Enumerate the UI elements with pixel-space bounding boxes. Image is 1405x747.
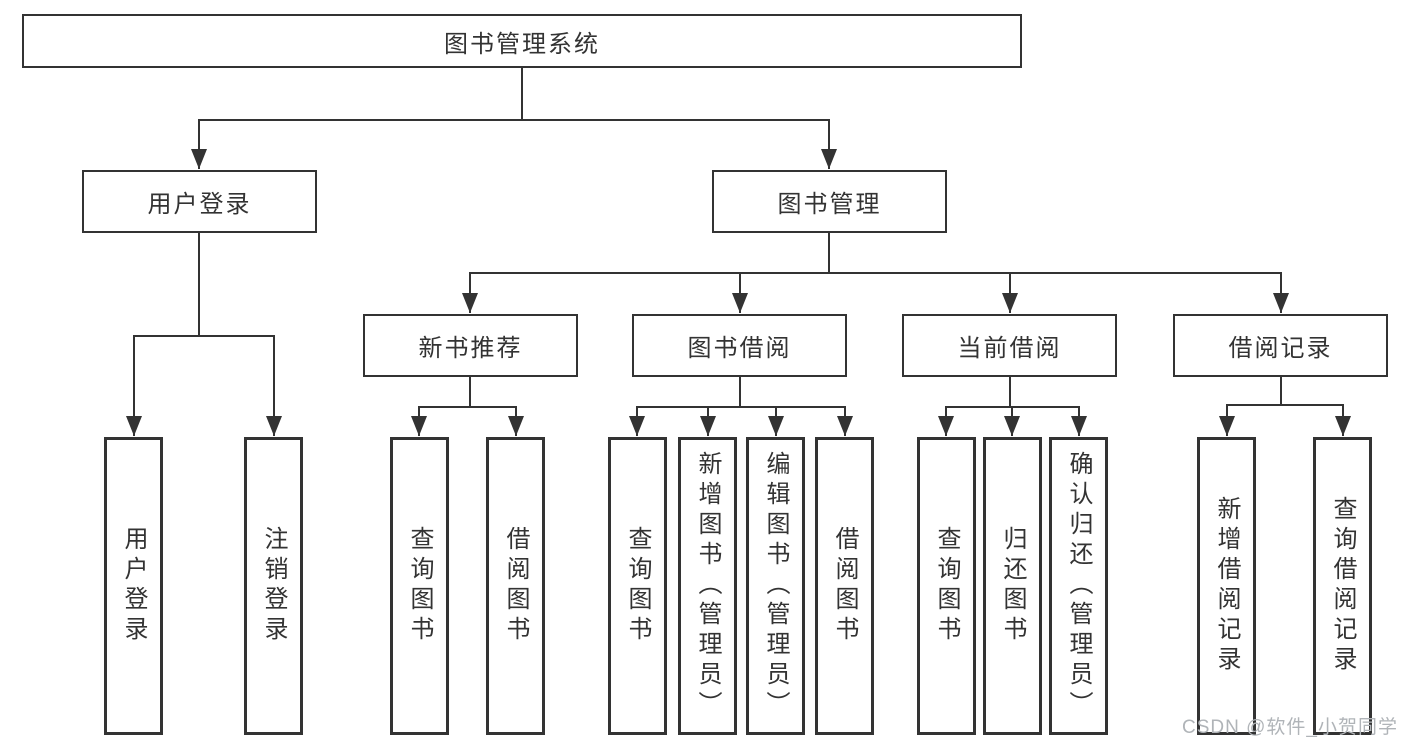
node-library-management-system: 图书管理系统 (22, 14, 1022, 68)
leaf-add-borrow-record: 新增借阅记录 (1197, 437, 1256, 735)
leaf-borrow-books-recommend: 借阅图书 (486, 437, 545, 735)
node-current-borrow: 当前借阅 (902, 314, 1117, 377)
node-user-login: 用户登录 (82, 170, 317, 233)
leaf-query-books-recommend: 查询图书 (390, 437, 449, 735)
leaf-return-book: 归还图书 (983, 437, 1042, 735)
node-book-borrow: 图书借阅 (632, 314, 847, 377)
node-book-management: 图书管理 (712, 170, 947, 233)
leaf-query-borrow-record: 查询借阅记录 (1313, 437, 1372, 735)
csdn-watermark: CSDN @软件_小贺同学 (1182, 717, 1398, 738)
leaf-user-login: 用户登录 (104, 437, 163, 735)
leaf-logout: 注销登录 (244, 437, 303, 735)
leaf-edit-book-admin: 编辑图书（管理员） (746, 437, 805, 735)
leaf-add-book-admin: 新增图书（管理员） (678, 437, 737, 735)
leaf-borrow-books-borrow: 借阅图书 (815, 437, 874, 735)
leaf-query-books-current: 查询图书 (917, 437, 976, 735)
leaf-confirm-return-admin: 确认归还（管理员） (1049, 437, 1108, 735)
leaf-query-books-borrow: 查询图书 (608, 437, 667, 735)
node-borrow-records: 借阅记录 (1173, 314, 1388, 377)
node-new-book-recommend: 新书推荐 (363, 314, 578, 377)
